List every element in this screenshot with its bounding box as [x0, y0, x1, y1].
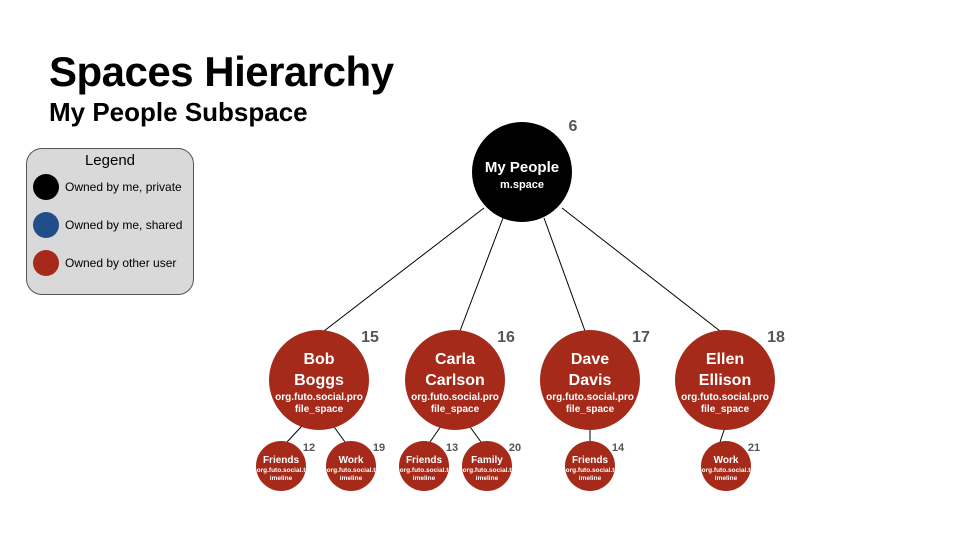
- node-type-line1: org.futo.social.t: [566, 467, 616, 474]
- legend-swatch-other: [33, 250, 59, 276]
- legend-label-shared: Owned by me, shared: [65, 218, 183, 232]
- node-number: 14: [612, 442, 625, 454]
- node-number: 21: [748, 442, 760, 454]
- node-type-line1: org.futo.social.pro: [411, 392, 499, 403]
- node-name: Family: [471, 455, 503, 466]
- node-name: Work: [339, 455, 364, 466]
- page-subtitle: My People Subspace: [49, 97, 308, 127]
- node-number: 16: [497, 329, 515, 346]
- node-name-last: Boggs: [294, 372, 344, 389]
- node-name: My People: [485, 159, 559, 176]
- node-type-line2: imeline: [579, 475, 602, 482]
- node-name-first: Dave: [571, 351, 609, 368]
- legend-item-other: Owned by other user: [33, 249, 176, 277]
- edge-root-to-dave: [543, 217, 586, 332]
- node-name-last: Ellison: [699, 372, 751, 389]
- node-circle: [269, 330, 369, 430]
- node-number: 12: [303, 442, 315, 454]
- node-type-line1: org.futo.social.t: [327, 467, 377, 474]
- node-type-line1: org.futo.social.pro: [546, 392, 634, 403]
- node-type-line1: org.futo.social.t: [400, 467, 450, 474]
- legend-item-private: Owned by me, private: [33, 173, 182, 201]
- node-type-line2: imeline: [715, 475, 738, 482]
- node-type-line2: imeline: [476, 475, 499, 482]
- node-type-line2: imeline: [413, 475, 436, 482]
- node-circle: [675, 330, 775, 430]
- legend-label-other: Owned by other user: [65, 256, 177, 270]
- node-type-line1: org.futo.social.pro: [681, 392, 769, 403]
- node-name-last: Davis: [569, 372, 612, 389]
- node-number: 20: [509, 442, 521, 454]
- node-type-line1: org.futo.social.t: [702, 467, 752, 474]
- node-circle: [540, 330, 640, 430]
- edges-layer: [286, 207, 726, 443]
- node-circle: [405, 330, 505, 430]
- node-name: Friends: [572, 455, 609, 466]
- legend-label-private: Owned by me, private: [65, 180, 182, 194]
- legend-swatch-private: [33, 174, 59, 200]
- node-name-first: Ellen: [706, 351, 744, 368]
- edge-carla-to-friends: [429, 425, 442, 443]
- node-number: 6: [569, 118, 578, 135]
- node-name-last: Carlson: [425, 372, 485, 389]
- node-type-line1: org.futo.social.t: [257, 467, 307, 474]
- node-circle: [326, 441, 376, 491]
- node-type: m.space: [500, 179, 544, 191]
- edge-bob-to-friends: [286, 425, 303, 443]
- node-name: Friends: [406, 455, 443, 466]
- node-circle: [399, 441, 449, 491]
- node-circle: [256, 441, 306, 491]
- node-type-line2: imeline: [340, 475, 363, 482]
- node-number: 15: [361, 329, 379, 346]
- node-type-line2: file_space: [701, 404, 750, 415]
- edge-bob-to-work: [332, 425, 346, 443]
- edge-root-to-bob: [323, 207, 485, 332]
- node-number: 13: [446, 442, 458, 454]
- node-type-line1: org.futo.social.t: [463, 467, 513, 474]
- node-circle: [701, 441, 751, 491]
- node-circle: [462, 441, 512, 491]
- node-circle: [565, 441, 615, 491]
- edge-root-to-carla: [459, 217, 504, 332]
- node-name: Work: [714, 455, 739, 466]
- node-circle: [472, 122, 572, 222]
- node-type-line2: file_space: [566, 404, 615, 415]
- node-my-people: My People m.space 6: [472, 118, 578, 222]
- node-number: 17: [632, 329, 650, 346]
- edge-root-to-ellen: [561, 207, 721, 332]
- legend-box: Legend Owned by me, private Owned by me,…: [26, 148, 194, 295]
- node-type-line1: org.futo.social.pro: [275, 392, 363, 403]
- node-type-line2: file_space: [295, 404, 344, 415]
- node-type-line2: imeline: [270, 475, 293, 482]
- node-name: Friends: [263, 455, 300, 466]
- legend-title: Legend: [84, 152, 136, 169]
- page-title: Spaces Hierarchy: [49, 48, 394, 95]
- edge-carla-to-family: [468, 425, 482, 443]
- legend-item-shared: Owned by me, shared: [33, 211, 182, 239]
- node-name-first: Bob: [303, 351, 334, 368]
- node-name-first: Carla: [435, 351, 475, 368]
- node-number: 18: [767, 329, 785, 346]
- node-number: 19: [373, 442, 385, 454]
- legend-swatch-shared: [33, 212, 59, 238]
- node-type-line2: file_space: [431, 404, 480, 415]
